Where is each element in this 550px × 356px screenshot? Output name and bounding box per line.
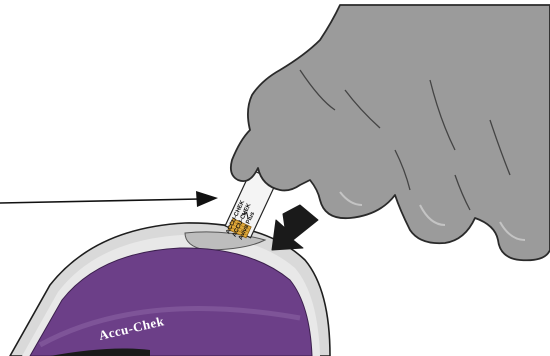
pointer-arrow-icon (0, 191, 218, 207)
insert-direction-arrow-icon (272, 205, 318, 250)
